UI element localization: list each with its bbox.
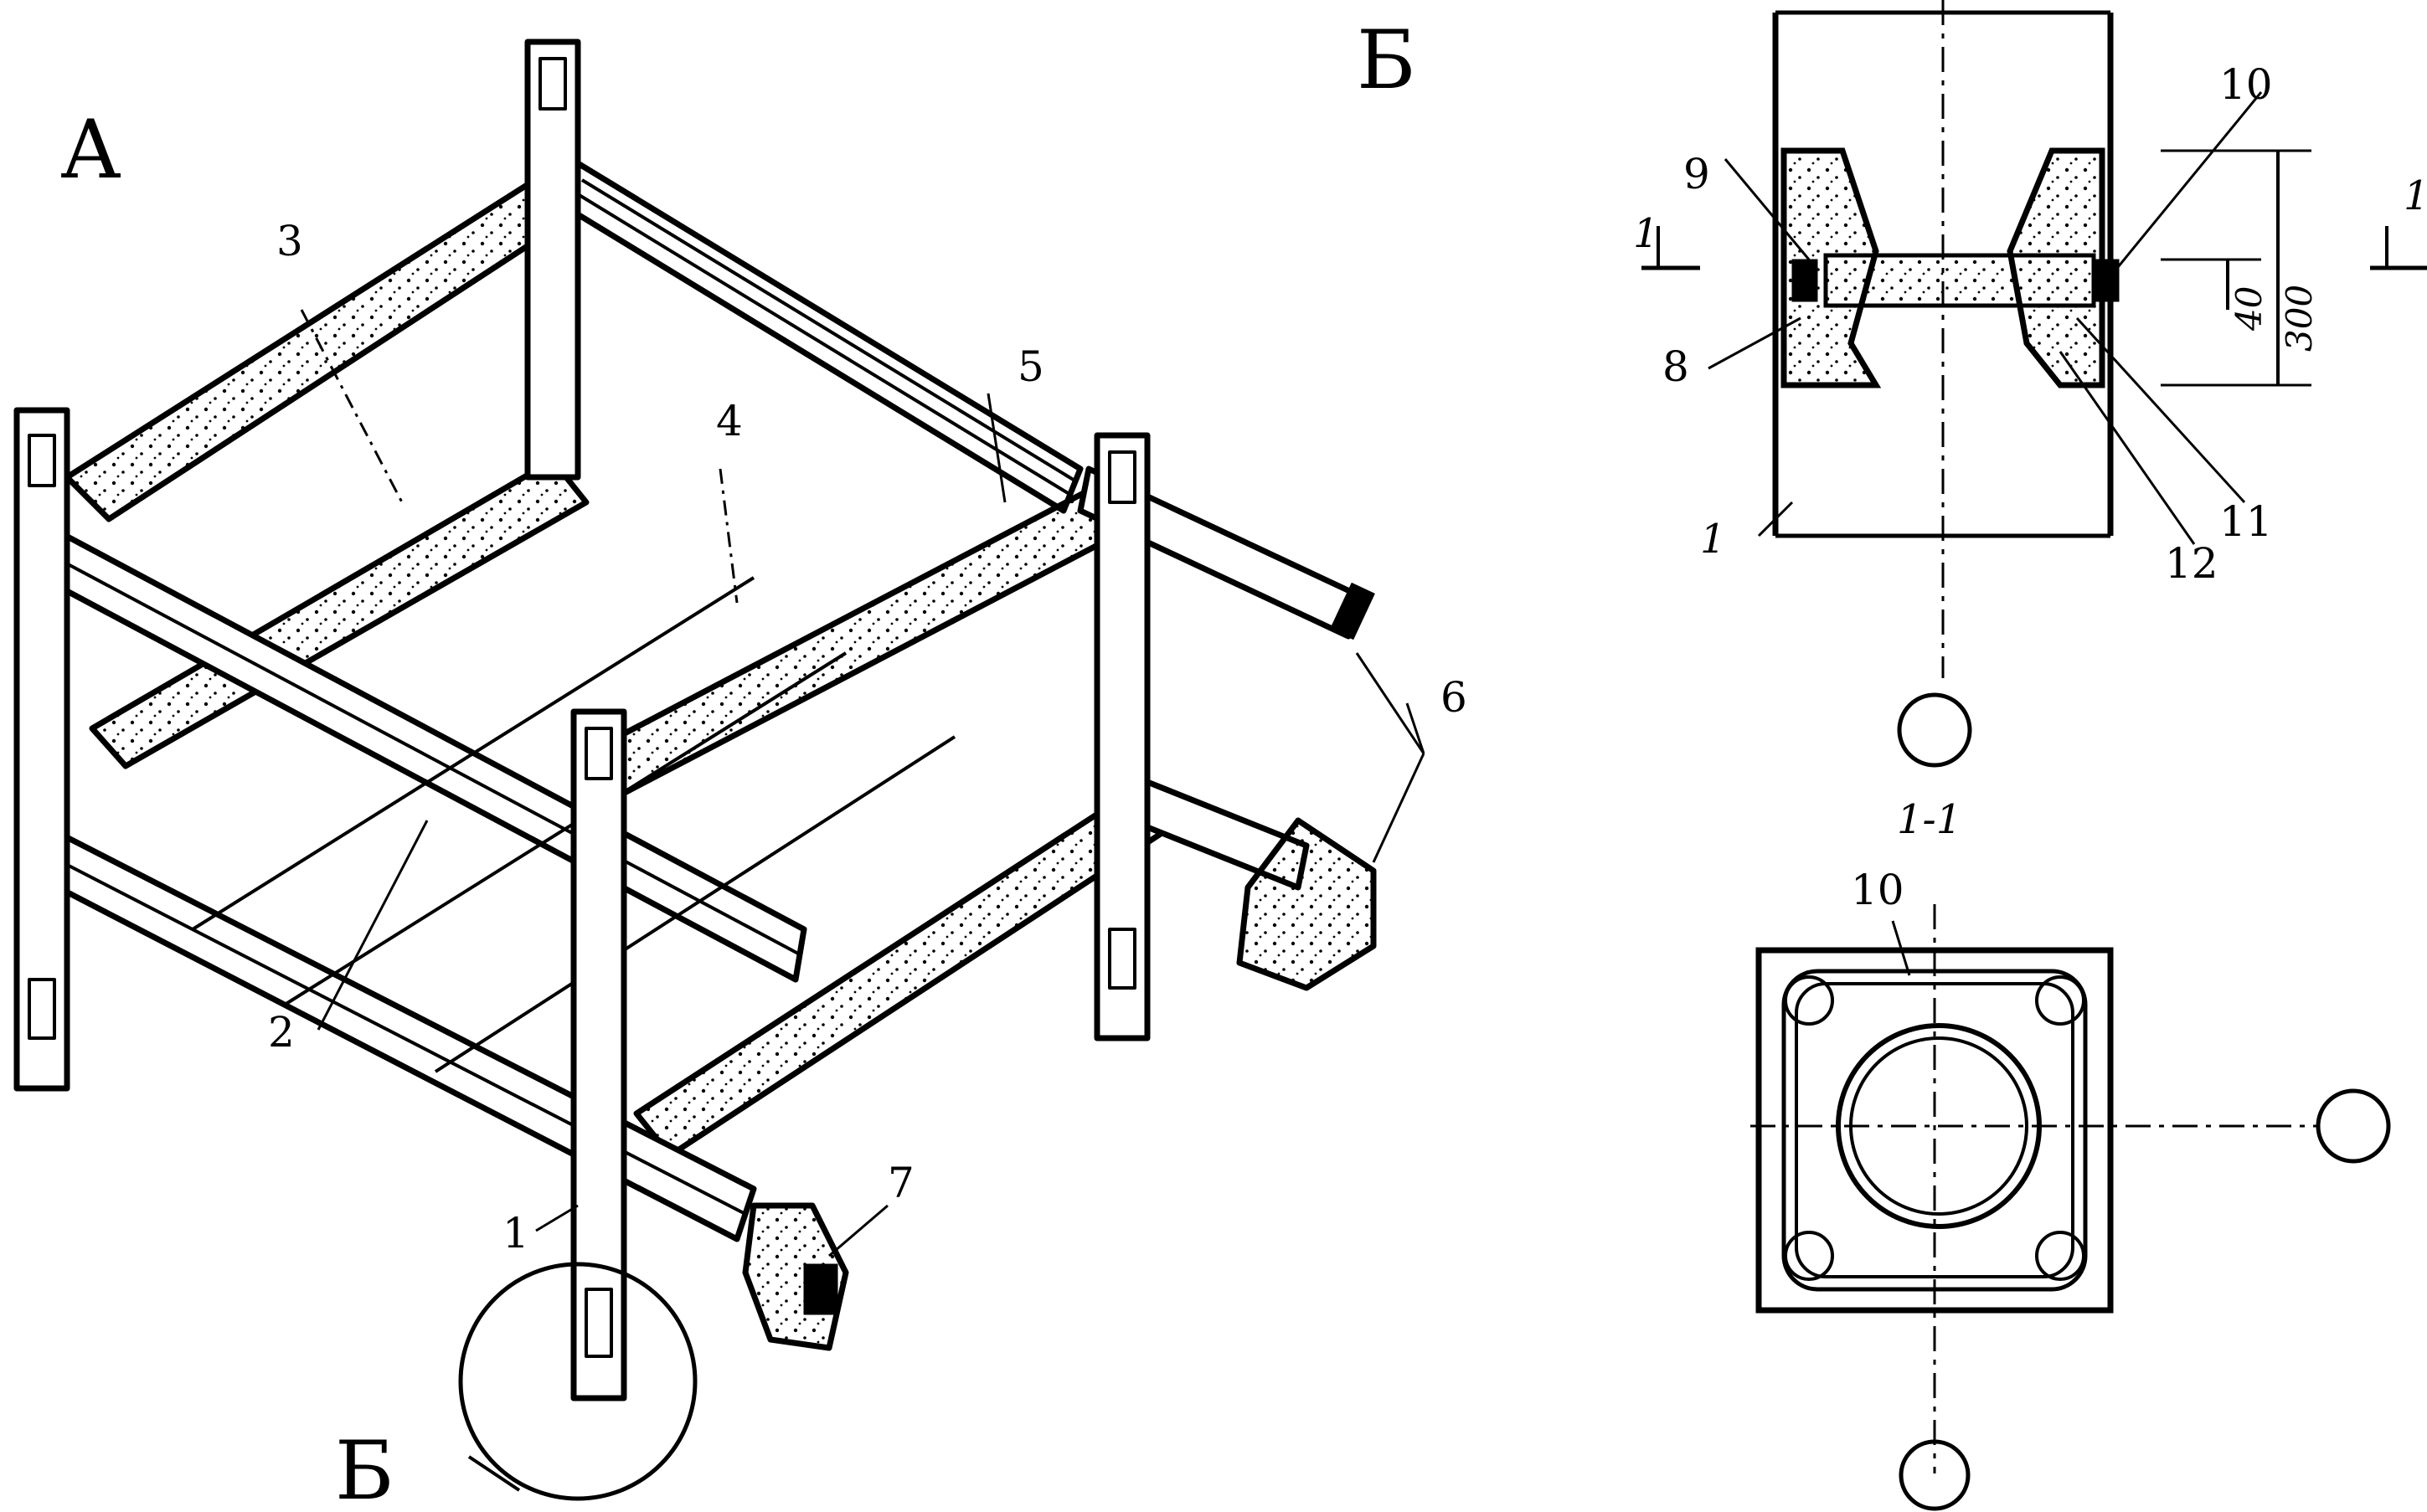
view-b-callout-9: 9 [1683,150,1710,198]
view-a-label: А [60,103,121,197]
view-a-callout-5: 5 [1018,342,1044,391]
axis-bubble-vertical-bottom [1899,1439,1971,1511]
view-b-callout-10: 10 [2219,60,2273,109]
view-b-label: Б [1357,13,1416,107]
view-a-callout-4: 4 [716,397,743,445]
view-a-callout-7: 7 [888,1159,915,1207]
axis-bubble-horizontal [2316,1088,2391,1164]
beam-back-left [64,160,606,522]
beam-middle [89,457,590,769]
view-b-callout-8: 8 [1662,342,1689,391]
corner-bar-tl [1784,975,1834,1026]
detail-circle-b [458,1262,698,1501]
joint-detail-view [1641,0,2427,768]
beam-back-right [566,160,1084,514]
beam-5 [583,474,1151,799]
section-mark-left: 1 [1633,210,1659,257]
dimension-300: 300 [2279,285,2320,352]
column-front-left [13,407,70,1092]
corner-bar-br [2035,1231,2085,1281]
column-right [1094,432,1151,1041]
view-b-callout-12: 12 [2165,539,2218,588]
column-back [524,39,581,481]
isometric-frame-view [13,39,1425,1501]
view-a-callout-2: 2 [268,1008,295,1057]
beam-lower-right [633,784,1172,1159]
view-a-callout-6: 6 [1440,673,1467,722]
section-1-1-view [1750,904,2391,1511]
corner-bar-tr [2035,975,2085,1026]
view-b-callout-11: 11 [2219,497,2273,546]
column-front [570,708,627,1401]
section-mark-right: 1 [2404,172,2427,219]
axis-bubble-vertical-top [1897,692,1972,768]
section-callout-10: 10 [1851,866,1904,914]
joint-grout-layer [1823,253,2096,308]
view-a-detail-marker: Б [335,1424,394,1512]
section-1-1-title: 1-1 [1897,796,1961,843]
beam-end-block-6 [1236,817,1377,991]
dimension-40: 40 [2229,286,2270,332]
view-a-callout-3: 3 [276,217,303,265]
corner-bar-bl [1784,1231,1834,1281]
view-a-callout-1: 1 [502,1209,529,1257]
beam-end-block-7 [742,1202,849,1351]
section-outer-square [1755,947,2114,1314]
view-b-callout-1: 1 [1700,516,1726,563]
